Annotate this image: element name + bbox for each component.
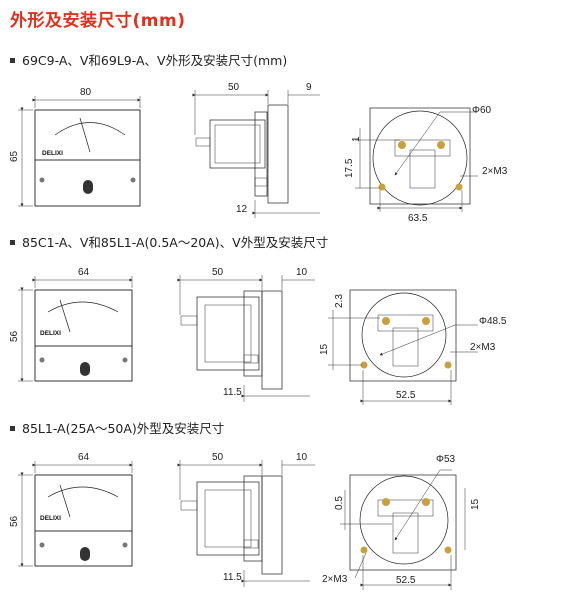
mount-screws-1: 2×M3 bbox=[482, 166, 508, 177]
logo-1: DELIXI bbox=[42, 150, 63, 157]
front-height-3: 56 bbox=[9, 515, 20, 527]
side-view-2 bbox=[177, 275, 315, 402]
side-terminal-2: 11.5 bbox=[223, 387, 242, 398]
side-depth-3: 50 bbox=[212, 452, 224, 463]
front-width-2: 64 bbox=[78, 267, 90, 278]
mount-hole-dia-3: Φ53 bbox=[436, 454, 456, 465]
front-view-2 bbox=[18, 276, 133, 382]
side-terminal-3: 11.5 bbox=[223, 572, 242, 583]
page-title: 外形及安装尺寸(mm) bbox=[10, 11, 186, 31]
front-view-3 bbox=[18, 461, 133, 567]
section-heading-3: 85L1-A(25A～50A)外型及安装尺寸 bbox=[10, 418, 224, 437]
mount-hole-dia-1: Φ60 bbox=[472, 105, 492, 116]
mount-spacing-2: 52.5 bbox=[396, 390, 416, 401]
logo-2: DELIXI bbox=[40, 330, 61, 337]
mount-offset-a-1: 1 bbox=[351, 136, 362, 142]
side-panel-1: 9 bbox=[306, 82, 312, 93]
mount-offset-b-3: 15 bbox=[470, 498, 481, 510]
mount-view-3 bbox=[340, 469, 466, 590]
front-view-1 bbox=[18, 96, 141, 207]
bullet-icon bbox=[10, 58, 15, 63]
section-heading-2-text: 85C1-A、V和85L1-A(0.5A～20A)、V外型及安装尺寸 bbox=[22, 235, 329, 250]
side-view-3 bbox=[177, 460, 315, 587]
mount-offset-a-2: 2.3 bbox=[334, 294, 345, 308]
mount-view-2 bbox=[328, 289, 478, 405]
logo-3: DELIXI bbox=[40, 515, 61, 522]
side-panel-3: 10 bbox=[296, 452, 308, 463]
bullet-icon bbox=[10, 426, 15, 431]
section-heading-1: 69C9-A、V和69L9-A、V外形及安装尺寸(mm) bbox=[10, 50, 287, 69]
section-heading-2: 85C1-A、V和85L1-A(0.5A～20A)、V外型及安装尺寸 bbox=[10, 232, 328, 251]
mount-spacing-3: 52.5 bbox=[396, 575, 416, 586]
mount-screws-3: 2×M3 bbox=[322, 574, 348, 585]
mount-offset-b-2: 15 bbox=[319, 343, 330, 355]
mount-hole-dia-2: Φ48.5 bbox=[479, 316, 507, 327]
side-panel-2: 10 bbox=[296, 267, 308, 278]
front-width-1: 80 bbox=[80, 87, 92, 98]
mount-offset-b-1: 17.5 bbox=[344, 158, 355, 178]
side-depth-1: 50 bbox=[228, 82, 240, 93]
front-height-1: 65 bbox=[9, 150, 20, 162]
side-terminal-1: 12 bbox=[236, 204, 248, 215]
bullet-icon bbox=[10, 240, 15, 245]
front-height-2: 56 bbox=[9, 330, 20, 342]
mount-screws-2: 2×M3 bbox=[470, 342, 496, 353]
front-width-3: 64 bbox=[78, 452, 90, 463]
side-view-1 bbox=[192, 90, 320, 218]
mount-offset-a-3: 0.5 bbox=[334, 496, 345, 510]
side-depth-2: 50 bbox=[212, 267, 224, 278]
section-heading-3-text: 85L1-A(25A～50A)外型及安装尺寸 bbox=[22, 421, 225, 436]
section-heading-1-text: 69C9-A、V和69L9-A、V外形及安装尺寸(mm) bbox=[22, 53, 288, 68]
mount-view-1 bbox=[355, 107, 478, 212]
mount-spacing-1: 63.5 bbox=[408, 213, 428, 224]
